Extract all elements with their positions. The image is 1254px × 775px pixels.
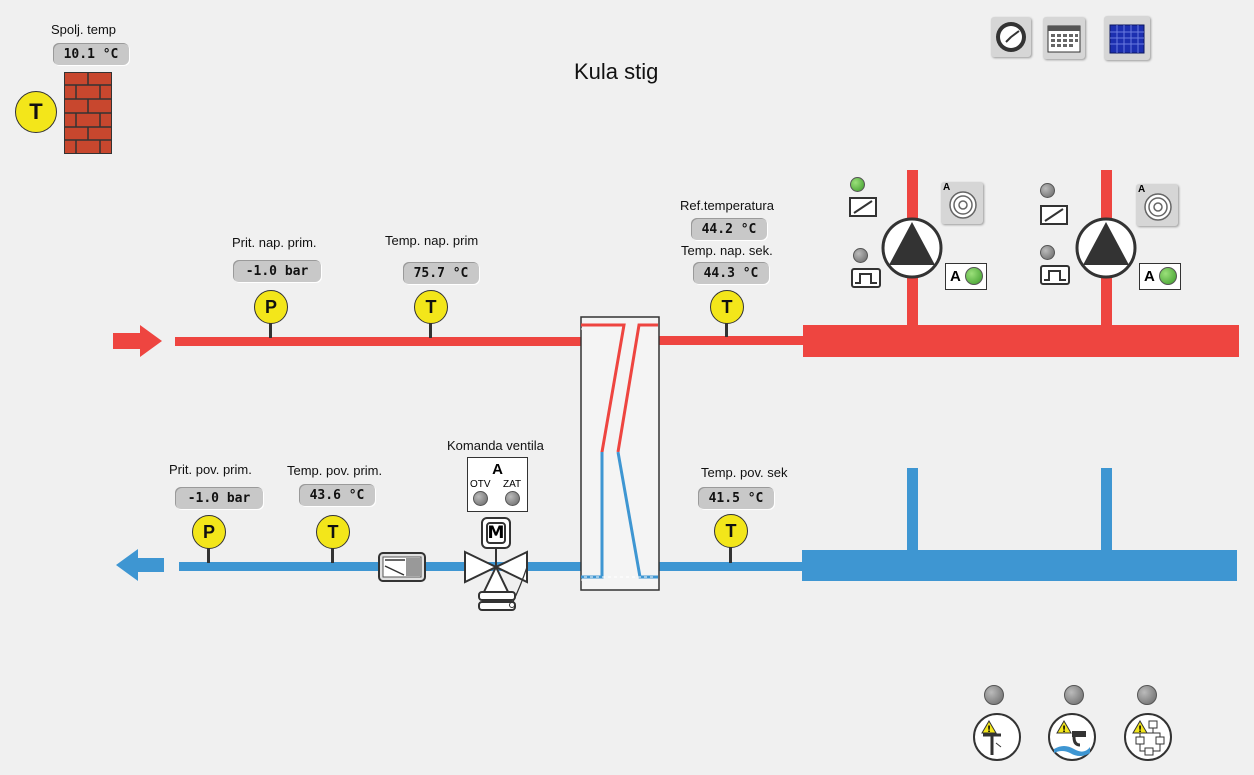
- return-primary-temp-label: Temp. pov. prim.: [287, 463, 383, 478]
- return-primary-temp-sensor[interactable]: T: [316, 515, 350, 549]
- door-alarm-button[interactable]: !: [973, 713, 1021, 761]
- pump-1-rotation-button[interactable]: A: [941, 182, 983, 224]
- secondary-supply-temp-value: 44.3 °C: [693, 262, 769, 284]
- valve-open-label: OTV: [470, 479, 491, 490]
- pump-2-switch-icon[interactable]: [1040, 205, 1068, 225]
- pump-2-auto-led: [1159, 267, 1177, 285]
- valve-open-led: [473, 491, 488, 506]
- pump-2-rotation-button[interactable]: A: [1136, 184, 1178, 226]
- pump-2-auto-box[interactable]: A: [1139, 263, 1181, 290]
- calendar-blue-button[interactable]: [1104, 16, 1150, 60]
- valve-mode: A: [492, 461, 503, 478]
- secondary-supply-temp-label: Temp. nap. sek.: [681, 243, 773, 258]
- return-primary-pressure-label: Prit. pov. prim.: [169, 462, 252, 477]
- supply-inlet-arrow: [113, 325, 162, 357]
- secondary-return-temp-label: Temp. pov. sek: [701, 465, 788, 480]
- water-alarm-button[interactable]: !: [1048, 713, 1096, 761]
- supply-primary-pipe: [175, 337, 582, 346]
- supply-primary-pressure-sensor[interactable]: P: [254, 290, 288, 324]
- svg-text:!: !: [1138, 725, 1142, 735]
- supply-header: [803, 325, 1239, 357]
- pump-1-status-led: [850, 177, 865, 192]
- pump-2-mode-led: [1040, 245, 1055, 260]
- pump-rotation-icon: [1144, 193, 1172, 221]
- supply-primary-pressure-value: -1.0 bar: [233, 260, 321, 282]
- secondary-return-temp-value: 41.5 °C: [698, 487, 774, 509]
- pump-1-rotation-letter: A: [943, 182, 951, 193]
- valve-command-box[interactable]: A OTV ZAT: [467, 457, 528, 512]
- ref-temp-label: Ref.temperatura: [680, 198, 774, 213]
- svg-text:!: !: [1062, 725, 1066, 735]
- return-primary-temp-value: 43.6 °C: [299, 484, 375, 506]
- secondary-return-temp-sensor[interactable]: T: [714, 514, 748, 548]
- pump-rotation-icon: [949, 191, 977, 219]
- valve-motor[interactable]: M: [481, 517, 511, 549]
- clock-button[interactable]: [991, 17, 1031, 57]
- pump-1-mode-led: [853, 248, 868, 263]
- pump-2-rotation-letter: A: [1138, 184, 1146, 195]
- page-title: Kula stig: [574, 59, 659, 84]
- supply-primary-temp-sensor[interactable]: T: [414, 290, 448, 324]
- return-primary-pressure-value: -1.0 bar: [175, 487, 263, 509]
- control-valve-icon: [464, 549, 528, 611]
- calendar-icon: [1047, 25, 1081, 53]
- pump-2-mode: A: [1144, 268, 1155, 285]
- return-primary-pressure-sensor[interactable]: P: [192, 515, 226, 549]
- svg-text:!: !: [987, 725, 991, 735]
- water-alarm-led: [1064, 685, 1084, 705]
- door-alarm-led: [984, 685, 1004, 705]
- outdoor-temp-label: Spolj. temp: [51, 22, 117, 37]
- outdoor-temp-value: 10.1 °C: [53, 43, 129, 65]
- pump-1-mode: A: [950, 268, 961, 285]
- pump-1-pulse-icon[interactable]: [851, 268, 881, 288]
- pump-1-switch-icon[interactable]: [849, 197, 877, 217]
- pump-2-pulse-icon[interactable]: [1040, 265, 1070, 285]
- valve-close-label: ZAT: [503, 479, 522, 490]
- filter-icon: [378, 552, 426, 582]
- valve-close-led: [505, 491, 520, 506]
- pump-1-auto-box[interactable]: A: [945, 263, 987, 290]
- valve-motor-letter: M: [486, 522, 506, 544]
- supply-primary-pressure-label: Prit. nap. prim.: [232, 235, 317, 250]
- heat-exchanger: [580, 316, 660, 591]
- supply-primary-temp-label: Temp. nap. prim: [385, 233, 479, 248]
- door-alarm-icon: !: [981, 720, 1002, 755]
- return-outlet-arrow: [116, 549, 164, 581]
- brick-wall-icon: [64, 72, 112, 154]
- pump-1-icon: [881, 217, 943, 279]
- network-alarm-button[interactable]: !: [1124, 713, 1172, 761]
- supply-secondary-pipe: [658, 336, 806, 345]
- secondary-supply-temp-sensor[interactable]: T: [710, 290, 744, 324]
- valve-command-label: Komanda ventila: [447, 438, 544, 453]
- ref-temp-value: 44.2 °C: [691, 218, 767, 240]
- clock-icon: [996, 22, 1026, 52]
- return-header: [802, 550, 1237, 581]
- outdoor-temp-sensor[interactable]: T: [15, 91, 57, 133]
- network-alarm-icon: !: [1132, 720, 1165, 756]
- calendar-blue-icon: [1109, 24, 1145, 54]
- pump-1-auto-led: [965, 267, 983, 285]
- pump-2-icon: [1075, 217, 1137, 279]
- calendar-button[interactable]: [1043, 17, 1085, 59]
- supply-primary-temp-value: 75.7 °C: [403, 262, 479, 284]
- pump-2-status-led: [1040, 183, 1055, 198]
- network-alarm-led: [1137, 685, 1157, 705]
- water-alarm-icon: !: [1054, 720, 1090, 756]
